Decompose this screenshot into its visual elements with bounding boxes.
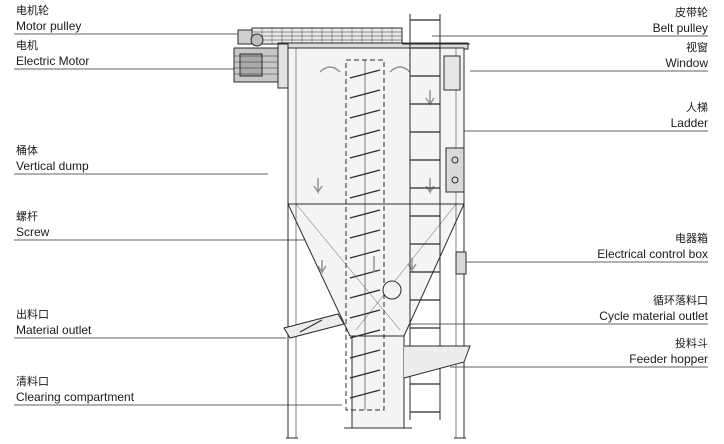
label-motor-pulley-zh: 电机轮	[16, 4, 49, 17]
label-cycle-material-outlet-zh: 循环落料口	[653, 294, 708, 307]
electrical-box	[445, 147, 467, 275]
label-screw-en: Screw	[16, 225, 50, 239]
label-clearing-compartment-zh: 清料口	[16, 375, 49, 388]
label-cycle-material-outlet-en: Cycle material outlet	[599, 309, 708, 323]
label-feeder-hopper-en: Feeder hopper	[629, 352, 708, 366]
label-electric-motor-zh: 电机	[16, 39, 38, 52]
label-clearing-compartment-en: Clearing compartment	[16, 390, 135, 404]
label-window-en: Window	[665, 56, 708, 70]
label-electrical-control-box-zh: 电器箱	[675, 232, 708, 245]
screw-conveyor	[345, 59, 402, 411]
label-window-zh: 视窗	[686, 41, 708, 54]
leader-lines-left	[14, 33, 352, 406]
label-feeder-hopper-zh: 投料斗	[675, 337, 708, 350]
label-material-outlet-en: Material outlet	[16, 323, 92, 337]
vertical-dump-body	[286, 47, 466, 439]
feeder-hopper	[403, 345, 471, 379]
leader-lines-right	[410, 35, 708, 368]
motor-assembly	[233, 29, 289, 89]
material-outlet-chute	[283, 313, 345, 339]
label-belt-pulley-zh: 皮带轮	[675, 6, 708, 19]
label-electric-motor-en: Electric Motor	[16, 54, 90, 68]
label-screw-zh: 螺杆	[16, 210, 38, 223]
label-motor-pulley-en: Motor pulley	[16, 19, 82, 33]
label-material-outlet-zh: 出料口	[16, 308, 49, 321]
label-ladder-zh: 人梯	[686, 101, 708, 114]
label-vertical-dump-zh: 桶体	[16, 144, 38, 157]
label-electrical-control-box-en: Electrical control box	[597, 247, 708, 261]
label-ladder-en: Ladder	[670, 116, 708, 130]
label-vertical-dump-en: Vertical dump	[16, 159, 89, 173]
label-belt-pulley-en: Belt pulley	[652, 21, 708, 35]
